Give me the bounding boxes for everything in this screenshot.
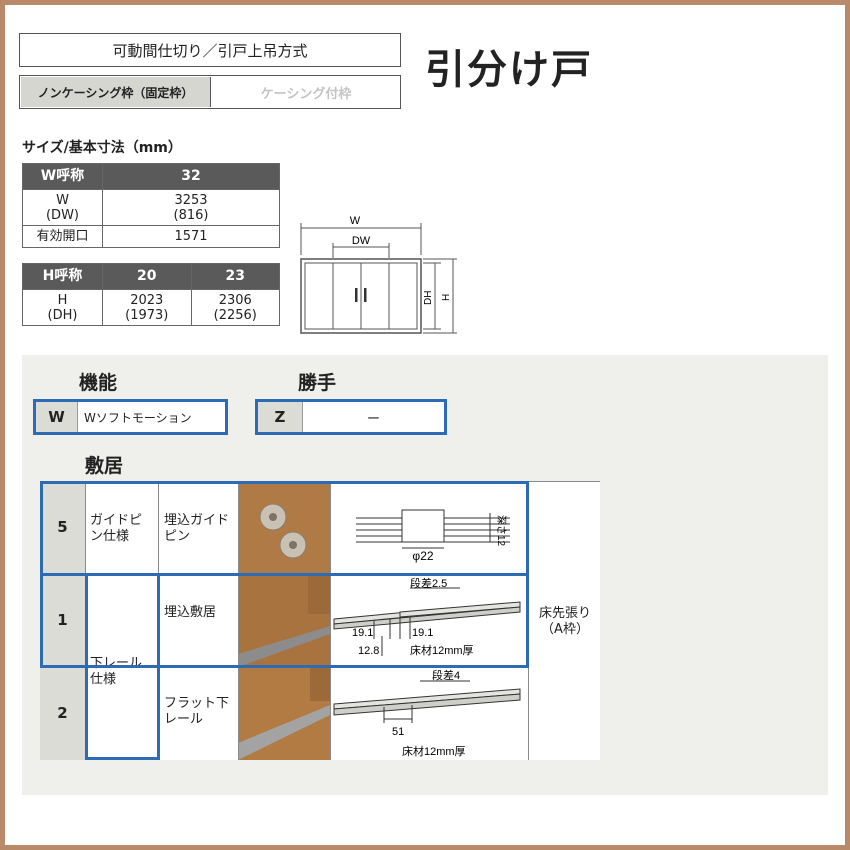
dim-51: 51 [392, 726, 404, 738]
sill-code-1: 1 [57, 611, 68, 629]
hand-selector[interactable]: Z ー [255, 399, 447, 435]
divider [330, 481, 331, 760]
embedded-sill-photo [238, 574, 330, 667]
function-selector[interactable]: W Wソフトモーション [33, 399, 228, 435]
frame-option-other[interactable]: ケーシング付枠 [212, 77, 400, 107]
hand-value: ー [366, 411, 380, 427]
dim-19-1-left: 19.1 [352, 627, 373, 639]
type-label: 可動間仕切り／引戸上吊方式 [112, 41, 308, 60]
h-label: H [57, 292, 68, 308]
h-header-label: H呼称 [22, 263, 103, 290]
figure-label-h: H [441, 294, 452, 301]
sill-spec-guide-pin: ガイドピン仕様 [90, 513, 143, 544]
frame-selector: ノンケーシング枠（固定枠） ケーシング付枠 [19, 75, 401, 109]
w-row-label: W (DW) [22, 189, 103, 226]
dim-depth12: 深さ12 [495, 515, 507, 547]
w-label: W [56, 192, 69, 208]
sill-type-embedded: 埋込敷居 [164, 605, 217, 620]
divider [238, 481, 239, 760]
figure-label-dw: DW [352, 235, 371, 247]
frame-option-selected[interactable]: ノンケーシング枠（固定枠） [21, 77, 211, 107]
lower-rail-spec-highlight[interactable] [85, 573, 160, 760]
page-canvas: 可動間仕切り／引戸上吊方式 ノンケーシング枠（固定枠） ケーシング付枠 引分け戸… [5, 5, 845, 845]
frame-option-other-label: ケーシング付枠 [260, 86, 352, 102]
dim-12-8: 12.8 [358, 645, 379, 657]
type-label-box: 可動間仕切り／引戸上吊方式 [19, 33, 401, 67]
w-value: 3253 [174, 192, 208, 208]
table-row: 有効開口 1571 [22, 225, 280, 248]
sill-code-2: 2 [57, 704, 68, 722]
door-elevation-figure: W DW DH H [300, 215, 457, 334]
size-title: サイズ/基本寸法（mm） [22, 140, 182, 156]
opening-label: 有効開口 [22, 225, 103, 248]
figure-label-w: W [350, 215, 361, 227]
dim-step4: 段差4 [432, 668, 460, 682]
function-value: Wソフトモーション [84, 410, 192, 425]
opening-value: 1571 [102, 225, 280, 248]
table-row: W (DW) 3253 (816) [22, 189, 280, 226]
dh-label: (DH) [47, 307, 78, 323]
dw-value: (816) [173, 207, 209, 223]
w-header-label: W呼称 [22, 163, 103, 190]
dh-value: (2256) [213, 307, 257, 323]
code-column [40, 481, 85, 760]
dim-step25: 段差2.5 [410, 576, 447, 590]
frame-option-selected-label: ノンケーシング枠（固定枠） [37, 85, 194, 100]
h-value: 2023 [130, 292, 164, 308]
handle-right-icon [364, 288, 367, 302]
hand-code: Z [258, 402, 303, 432]
w-row-value: 3253 (816) [102, 189, 280, 226]
sill-title: 敷居 [85, 455, 124, 477]
dim-phi22: φ22 [412, 549, 433, 563]
w-size-table: W呼称 32 W (DW) 3253 (816) 有効開口 1571 [22, 163, 280, 248]
product-title: 引分け戸 [425, 47, 593, 93]
guide-pin-diagram: φ22 深さ12 [356, 509, 510, 563]
h-value-2: 2306 (2256) [190, 289, 280, 326]
w-table-header: W呼称 32 [22, 163, 280, 190]
dim-floor-12mm: 床材12mm厚 [410, 643, 474, 657]
h-header-value-2: 23 [190, 263, 280, 290]
figure-label-dh: DH [423, 291, 434, 305]
embedded-sill-diagram: 段差2.5 19.1 19.1 12.8 床材12mm厚 [333, 576, 521, 657]
dim-19-1-right: 19.1 [412, 627, 433, 639]
sill-row-5-highlight[interactable] [40, 481, 529, 576]
h-value-1: 2023 (1973) [102, 289, 192, 326]
dim-floor-12mm: 床材12mm厚 [402, 744, 466, 758]
table-row: H (DH) 2023 (1973) 2306 (2256) [22, 289, 280, 326]
flat-rail-photo [238, 667, 330, 760]
sill-type-guide-pin: 埋込ガイドピン [164, 513, 230, 544]
sill-type-flat: フラット下レール [164, 696, 230, 727]
sill-row-1-highlight[interactable] [40, 573, 529, 668]
h-header-value-1: 20 [102, 263, 192, 290]
h-table-header: H呼称 20 23 [22, 263, 280, 290]
options-panel: 機能 W Wソフトモーション 勝手 Z ー 敷居 [22, 355, 828, 795]
sill-code-5: 5 [57, 518, 68, 536]
h-size-table: H呼称 20 23 H (DH) 2023 (1973) 2306 (2256) [22, 263, 280, 326]
dh-value: (1973) [125, 307, 169, 323]
w-header-value: 32 [102, 163, 280, 190]
guide-pin-photo [238, 481, 330, 574]
sill-grid: φ22 深さ12 段差2.5 19.1 19.1 12.8 [40, 481, 600, 760]
function-code: W [36, 402, 78, 432]
dw-label: (DW) [45, 207, 79, 223]
handle-left-icon [355, 288, 358, 302]
floor-note: 床先張り（A枠） [538, 606, 591, 637]
function-title: 機能 [79, 372, 118, 394]
flat-rail-diagram: 段差4 51 床材12mm厚 [333, 668, 521, 758]
h-row-label: H (DH) [22, 289, 103, 326]
hand-title: 勝手 [298, 372, 337, 394]
h-value: 2306 [218, 292, 252, 308]
